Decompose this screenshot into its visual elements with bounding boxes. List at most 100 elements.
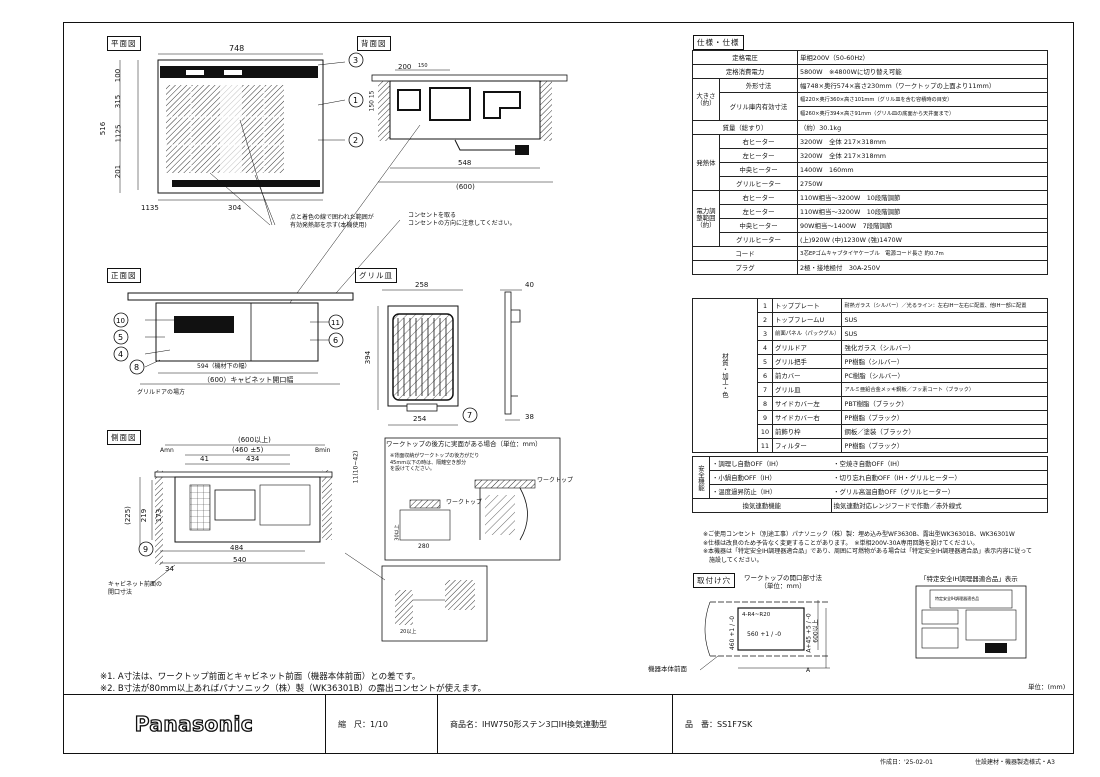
worktop-label-1: ワークトップ: [537, 477, 574, 484]
svg-text:6: 6: [333, 336, 338, 345]
plan-view: 3 1 2: [119, 52, 364, 226]
table-cell: 前カバー: [771, 368, 843, 383]
footnotes: ※1. A寸法は、ワークトップ前面とキャビネット前面（機器本体前面）との差です。…: [100, 672, 487, 694]
svg-text:10: 10: [116, 317, 125, 325]
table-cell: 前面パネル（パックグル）: [771, 326, 843, 341]
dim-detail-280: 280: [418, 543, 430, 550]
mount-depth: 600以上: [812, 619, 820, 643]
table-cell: SUS: [841, 312, 1048, 327]
scale-cell: 縮 尺：1/10: [326, 695, 438, 753]
mount-detail: [344, 552, 488, 642]
dim-back-15015: 150 15: [368, 90, 376, 112]
certification-label-drawing: 特定安全IH調理器適合品: [915, 585, 1027, 659]
spec-name: 質量（総すり）: [691, 120, 799, 135]
cert-title: 「特定安全IH調理器適合品」表示: [920, 575, 1018, 583]
spec-value: 3200W 全体 217×318mm: [797, 148, 1048, 163]
table-cell: PBT樹脂（ブラック）: [841, 396, 1048, 411]
dim-grill-254: 254: [413, 415, 427, 423]
svg-text:7: 7: [467, 411, 472, 420]
plan-view-label: 平面図: [107, 36, 141, 51]
plan-callout-note: 点と着色の線で囲われた範囲が 有効発熱部を示す(本機使用): [290, 214, 374, 229]
table-cell: 8: [757, 396, 773, 411]
dim-side-600: (600以上): [238, 436, 271, 444]
spec-name: 右ヒーター: [718, 190, 799, 205]
dim-side-bmin: Bmin: [315, 447, 331, 454]
svg-text:5: 5: [118, 333, 123, 342]
dim-side-34: 34: [165, 565, 174, 573]
dim-detail-20: 20以上: [400, 629, 417, 635]
mount-hole-view: [699, 600, 830, 671]
spec-value: 幅260×奥行394×高さ91mm（グリル皿の底面から天井面まで）: [797, 106, 1048, 121]
footer-date: 作成日：'25-02-01: [880, 759, 933, 766]
spec-value: 90W相当～1400W 7段階調節: [797, 218, 1048, 233]
table-cell: 鋼板／塗装（ブラック）: [841, 424, 1048, 439]
front-view-label: 正面図: [107, 268, 141, 283]
table-cell: PP樹脂（シルバー）: [841, 354, 1048, 369]
worktop-note: ※背面収納がワークトップの後方がだり 45mm以下の時は、隔離空き部分 を設けて…: [390, 453, 480, 472]
dim-side-460: (460 ±5): [232, 446, 264, 454]
grill-door-label: グリルドアの場方: [137, 389, 186, 396]
table-cell: 11: [757, 438, 773, 453]
side-view: 9: [138, 444, 333, 586]
table-cell: 耐熱ガラス（シルバー）／光るライン：左右IH一左右に配置、他IH一部に配置: [841, 298, 1048, 313]
mount-front-label: 機器本体前面: [648, 665, 687, 673]
table-cell: 強化ガラス（シルバー）: [841, 340, 1048, 355]
front-view: 10 5 4 8 11 6: [113, 292, 354, 385]
table-cell: 4: [757, 340, 773, 355]
worktop-title: ワークトップの後方に実面がある場合（単位：mm）: [386, 440, 542, 448]
dim-plan-1125: 1125: [114, 124, 123, 143]
dim-side-484: 484: [230, 544, 244, 552]
table-cell: 前飾り枠: [771, 424, 843, 439]
dim-plan-315: 315: [114, 94, 123, 109]
table-cell: SUS: [841, 326, 1048, 341]
spec-value: 3芯EPゴムキャブタイヤケーブル 電源コード長さ 約0.7m: [797, 246, 1048, 261]
spec-label: 仕様・仕様: [693, 35, 744, 50]
dim-side-434: 434: [246, 455, 260, 463]
back-view: [371, 69, 568, 183]
dim-grill-258: 258: [415, 281, 429, 289]
table-cell: トッププレート: [771, 298, 843, 313]
spec-value: (上)920W (中)1230W (強)1470W: [797, 232, 1048, 247]
dim-back-200: 200: [398, 63, 412, 71]
mount-radius: 4-R4~R20: [742, 612, 771, 618]
table-cell: グリルドア: [771, 340, 843, 355]
svg-text:1: 1: [353, 96, 358, 105]
grill-view-label: グリル皿: [355, 268, 397, 283]
table-cell: 1: [757, 298, 773, 313]
table-cell: 5: [757, 354, 773, 369]
table-cell: 3: [757, 326, 773, 341]
spec-name: 定格電圧: [691, 50, 799, 65]
dim-plan-width: 748: [229, 44, 245, 53]
table-cell: サイドカバー左: [771, 396, 843, 411]
back-outlet-note: コンセントを取る コンセントの方向に注意してください。: [408, 212, 516, 227]
table-cell: ・空焼き自動OFF（IH）: [831, 456, 1049, 471]
table-cell: PP樹脂（ブラック）: [841, 438, 1048, 453]
worktop-label-2: ワークトップ: [446, 499, 483, 506]
spec-value: 単相200V（50-60Hz）: [797, 50, 1048, 65]
spec-group-heat: 発熱体: [692, 134, 720, 191]
svg-text:4: 4: [118, 350, 123, 359]
spec-value: 110W相当～3200W 10段階調節: [797, 204, 1048, 219]
brand-cell: Panasonic: [63, 695, 326, 753]
dim-detail-30: 30以上: [394, 524, 401, 541]
mount-width: 560 +1 / -0: [747, 631, 782, 638]
svg-text:2: 2: [353, 136, 358, 145]
spec-notes: ※ご使用コンセント（別途工事）パナソニック（株）製：埋め込み型WF3630B、露…: [703, 531, 1032, 564]
side-view-label: 側面図: [107, 430, 141, 445]
dim-back-548: 548: [458, 159, 472, 167]
drawing-sheet: [63, 22, 1074, 754]
vent-value: 換気連動対応レンジフードで作動／赤外線式: [830, 498, 1049, 513]
dim-side-173: 173: [155, 508, 164, 523]
dim-grill-38: 38: [525, 413, 534, 421]
dim-plan-304: 304: [228, 204, 242, 212]
safety-label: 安全機能: [692, 456, 710, 499]
spec-value: 幅748×奥行574×高さ230mm（ワークトップの上面より11mm）: [797, 78, 1048, 93]
dim-plan-100: 100: [114, 68, 123, 83]
table-cell: グリル皿: [771, 382, 843, 397]
dim-plan-depth: 516: [99, 121, 108, 136]
svg-text:3: 3: [353, 56, 358, 65]
spec-name: 左ヒーター: [718, 204, 799, 219]
table-cell: グリル把手: [771, 354, 843, 369]
worktop-detail: [384, 437, 561, 561]
